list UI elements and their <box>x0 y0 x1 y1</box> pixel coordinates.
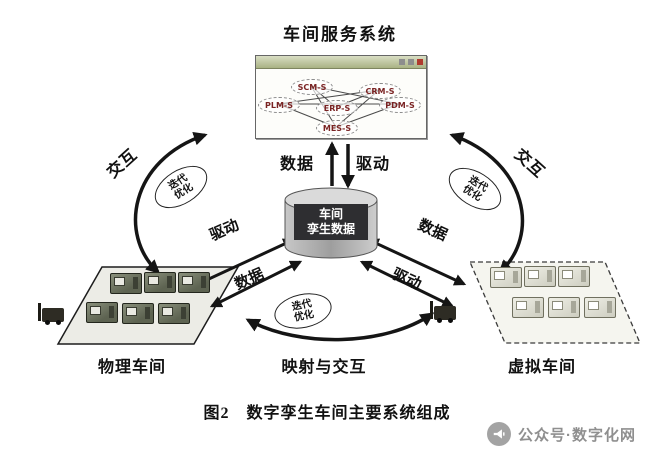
forklift-icon <box>430 301 456 323</box>
virtual-machine-icon <box>584 297 616 318</box>
figure-caption: 图2 数字孪生车间主要系统组成 <box>203 405 451 422</box>
module-pdm-label: PDM-S <box>385 100 415 110</box>
module-plm-label: PLM-S <box>264 100 293 110</box>
module-erp-label: ERP-S <box>323 103 351 113</box>
module-plm: PLM-S <box>258 97 300 113</box>
module-mes-label: MES-S <box>322 123 352 133</box>
arrow-drive-right <box>359 260 455 308</box>
twin-data-line1: 车间 <box>318 207 343 221</box>
iterative-optimization-label: 迭代优化 <box>290 298 316 324</box>
machine-icon <box>122 303 154 324</box>
iterative-optimization-label: 迭代优化 <box>166 172 196 202</box>
machine-icon <box>144 272 176 293</box>
twin-data-line2: 孪生数据 <box>306 222 355 236</box>
machine-icon <box>110 273 142 294</box>
module-pdm: PDM-S <box>379 97 421 113</box>
machine-icon <box>158 303 190 324</box>
virtual-machine-icon <box>512 297 544 318</box>
label-data-up: 数据 <box>280 156 315 173</box>
label-mapping-interaction: 映射与交互 <box>281 359 367 376</box>
module-scm: SCM-S <box>291 79 333 95</box>
arrow-interact-right <box>449 132 525 274</box>
virtual-workshop-label: 虚拟车间 <box>507 359 576 376</box>
arrow-interact-left <box>133 131 208 274</box>
window-titlebar <box>256 56 426 69</box>
module-mes: MES-S <box>316 120 358 136</box>
virtual-machine-icon <box>548 297 580 318</box>
physical-workshop-label: 物理车间 <box>97 359 166 376</box>
iterative-optimization-label: 迭代优化 <box>460 174 490 204</box>
window-controls-icon <box>417 59 423 65</box>
module-crm-label: CRM-S <box>365 86 395 96</box>
arrow-data-left <box>209 260 303 308</box>
module-scm-label: SCM-S <box>297 82 327 92</box>
watermark-text: 公众号·数字化网 <box>518 426 636 444</box>
forklift-icon <box>38 303 64 325</box>
virtual-machine-icon <box>524 266 556 287</box>
twin-data-label: 车间 孪生数据 <box>294 204 368 240</box>
virtual-machine-icon <box>558 266 590 287</box>
service-system-title: 车间服务系统 <box>283 25 397 44</box>
arrow-mapping <box>245 312 435 342</box>
watermark: 公众号·数字化网 <box>487 422 636 446</box>
virtual-machine-icon <box>490 267 522 288</box>
module-erp: ERP-S <box>316 100 358 116</box>
service-system-window: SCM-S CRM-S PLM-S ERP-S PDM-S MES-S <box>255 55 427 139</box>
module-crm: CRM-S <box>359 83 401 99</box>
machine-icon <box>178 272 210 293</box>
label-drive-down: 驱动 <box>356 156 391 173</box>
megaphone-icon <box>487 422 511 446</box>
machine-icon <box>86 302 118 323</box>
